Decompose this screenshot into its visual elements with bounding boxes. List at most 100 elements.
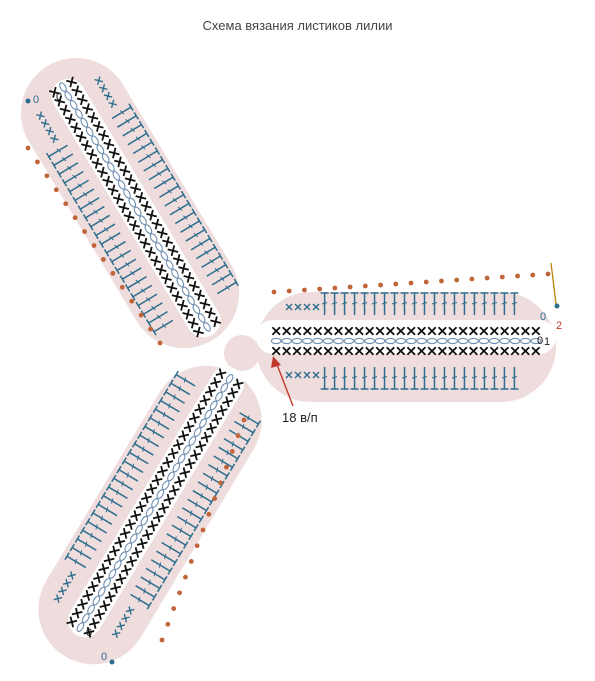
single-crochet-symbol <box>200 431 212 443</box>
picot-dot <box>119 284 125 290</box>
picot-dot <box>469 276 475 282</box>
single-crochet-symbol <box>93 572 104 584</box>
chain-stitch-symbol <box>156 489 165 499</box>
picot-dot <box>408 280 414 286</box>
single-crochet-row2-symbol <box>303 303 311 311</box>
single-crochet-row2-symbol <box>312 303 320 311</box>
single-crochet-symbol <box>152 511 164 523</box>
double-crochet-symbol <box>135 293 158 310</box>
single-crochet-symbol <box>140 492 152 504</box>
chain-stitch-symbol <box>69 100 78 110</box>
chain-stitch-symbol <box>124 542 133 553</box>
single-crochet-symbol <box>102 175 114 187</box>
single-crochet-symbol <box>109 545 120 557</box>
chain-stitch-symbol <box>395 337 407 345</box>
row-label-right-2: 2 <box>556 320 562 332</box>
double-crochet-symbol <box>340 292 349 315</box>
single-crochet-symbol <box>206 422 217 434</box>
single-crochet-symbol <box>183 421 195 433</box>
double-crochet-symbol <box>185 225 208 242</box>
double-crochet-symbol <box>114 258 137 275</box>
chain-stitch-symbol <box>92 595 101 606</box>
chain-stitch-symbol <box>172 462 181 473</box>
double-crochet-symbol <box>182 507 204 524</box>
single-crochet-symbol <box>194 403 206 415</box>
double-crochet-symbol <box>126 448 149 465</box>
chain-stitch-symbol <box>87 604 95 615</box>
double-crochet-symbol <box>430 367 439 390</box>
single-crochet-symbol <box>282 326 292 336</box>
single-crochet-row2-symbol <box>50 134 59 144</box>
picot-dot <box>91 243 97 248</box>
single-crochet-symbol <box>417 326 427 336</box>
double-crochet-symbol <box>105 483 128 500</box>
double-crochet-symbol <box>93 223 116 240</box>
double-crochet-symbol <box>460 367 469 390</box>
chain-stitch-symbol <box>488 337 500 345</box>
double-crochet-symbol <box>116 112 139 128</box>
chain-stitch-symbol <box>75 108 83 119</box>
picot-dot <box>545 271 551 277</box>
single-crochet-symbol <box>151 218 163 230</box>
single-crochet-symbol <box>162 236 174 248</box>
double-crochet-symbol <box>330 367 339 390</box>
chain-stitch-symbol <box>96 144 105 155</box>
single-crochet-symbol <box>271 326 281 336</box>
single-crochet-symbol <box>187 317 199 329</box>
chain-stitch-symbol <box>291 337 303 345</box>
double-crochet-symbol <box>330 292 339 315</box>
double-crochet-symbol <box>148 164 171 181</box>
single-crochet-symbol <box>211 414 223 425</box>
double-crochet-symbol <box>211 269 234 286</box>
single-crochet-symbol <box>406 346 416 356</box>
single-crochet-symbol <box>193 326 204 338</box>
double-crochet-symbol <box>142 422 165 439</box>
single-crochet-symbol <box>323 326 333 336</box>
single-crochet-symbol <box>171 291 183 302</box>
chain-stitch-symbol <box>199 418 207 429</box>
single-crochet-symbol <box>87 112 99 123</box>
single-crochet-symbol <box>150 255 162 267</box>
double-crochet-symbol <box>157 396 180 413</box>
double-crochet-symbol <box>440 367 449 390</box>
double-crochet-symbol <box>340 367 349 390</box>
single-crochet-symbol <box>156 465 168 477</box>
single-crochet-symbol <box>104 591 116 603</box>
picot-dot <box>212 496 218 501</box>
single-crochet-symbol <box>406 326 416 336</box>
chain-stitch-symbol <box>64 91 73 101</box>
double-crochet-symbol <box>130 284 153 301</box>
single-crochet-symbol <box>64 113 76 125</box>
single-crochet-symbol <box>70 122 82 134</box>
single-crochet-symbol <box>199 298 211 310</box>
double-crochet-symbol <box>470 367 479 390</box>
double-crochet-symbol <box>116 465 139 482</box>
single-crochet-symbol <box>222 396 233 408</box>
double-crochet-symbol <box>190 234 213 251</box>
chain-stitch-symbol <box>161 480 170 491</box>
picot-dot <box>101 257 106 262</box>
labels: 18 в/п 1 2 0 0 0 0 0 0 <box>25 91 562 665</box>
picot-dot <box>200 527 206 533</box>
leaf-right-channel <box>256 320 556 354</box>
single-crochet-symbol <box>227 387 239 399</box>
picot-dot <box>177 590 182 596</box>
picot-dot <box>530 272 536 278</box>
yarn-tail-dot <box>554 303 560 309</box>
picot-dot <box>347 284 353 290</box>
double-crochet-symbol <box>197 481 220 498</box>
single-crochet-symbol <box>354 326 364 336</box>
single-crochet-symbol <box>136 538 148 550</box>
double-crochet-symbol <box>153 173 176 190</box>
chain-stitch-symbol <box>133 206 142 217</box>
double-crochet-symbol <box>122 120 145 137</box>
single-crochet-symbol <box>177 299 188 311</box>
single-crochet-symbol <box>88 617 100 629</box>
chain-stitch-symbol <box>149 233 158 243</box>
single-crochet-symbol <box>188 280 200 292</box>
single-crochet-symbol <box>448 326 458 336</box>
double-crochet-symbol <box>460 292 469 315</box>
double-crochet-symbol <box>390 292 399 315</box>
single-crochet-symbol <box>469 326 478 336</box>
chain-stitch-symbol <box>103 577 111 588</box>
